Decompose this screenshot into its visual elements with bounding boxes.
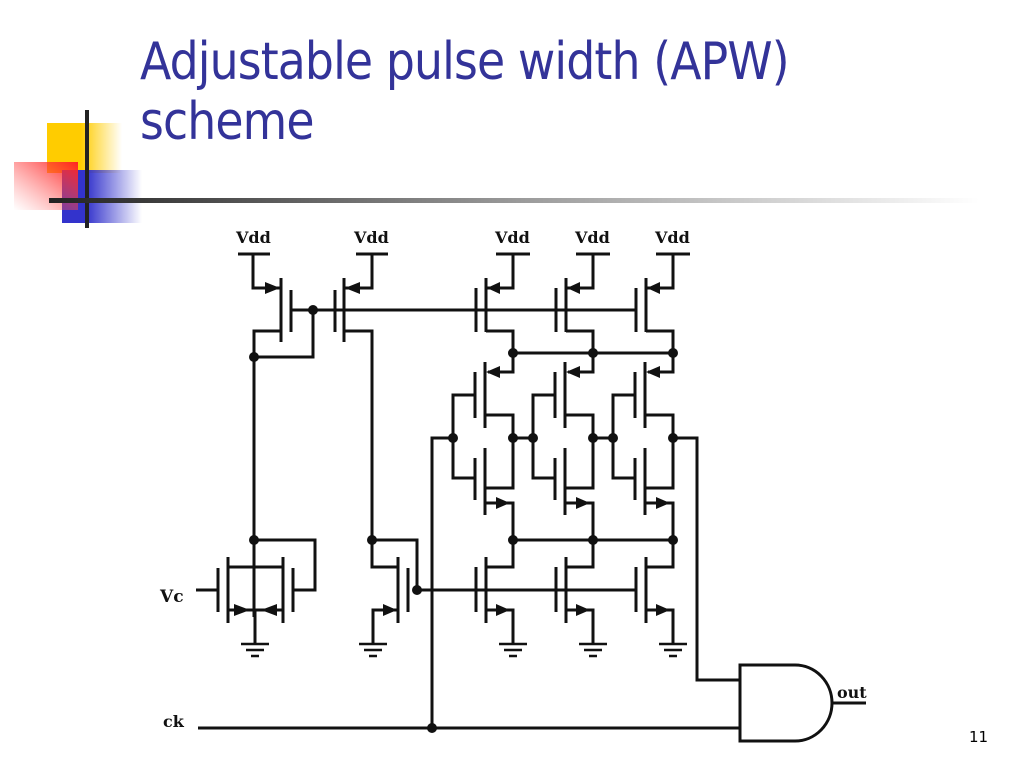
- pmos-mirror-right: [333, 254, 636, 540]
- title-line-2: scheme: [140, 92, 314, 152]
- vdd-label-5: Vdd: [654, 228, 690, 247]
- vc-label: Vc: [159, 587, 184, 607]
- pmos-row: [474, 254, 675, 355]
- vdd-label-1: Vdd: [235, 228, 271, 247]
- junction-dots: [249, 305, 678, 733]
- ck-label: ck: [163, 712, 185, 731]
- inverter-stages: [430, 353, 740, 728]
- nmos-row: [415, 540, 675, 643]
- title-line-1: Adjustable pulse width (APW): [140, 32, 790, 92]
- slide-number: 11: [969, 728, 989, 746]
- ground-symbols: [241, 642, 687, 658]
- vc-transistor-pair: [196, 538, 317, 643]
- out-label: out: [837, 683, 867, 702]
- diode-nmos: [370, 538, 419, 643]
- and-gate: [738, 663, 834, 743]
- slide-title: Adjustable pulse width (APW) scheme: [140, 32, 897, 152]
- slide-decoration: [14, 110, 979, 228]
- vdd-label-3: Vdd: [494, 228, 530, 247]
- vertical-rule: [85, 110, 89, 228]
- vdd-label-4: Vdd: [574, 228, 610, 247]
- title-underline: [49, 198, 979, 203]
- vdd-label-2: Vdd: [353, 228, 389, 247]
- pmos-mirror-left: [251, 254, 344, 617]
